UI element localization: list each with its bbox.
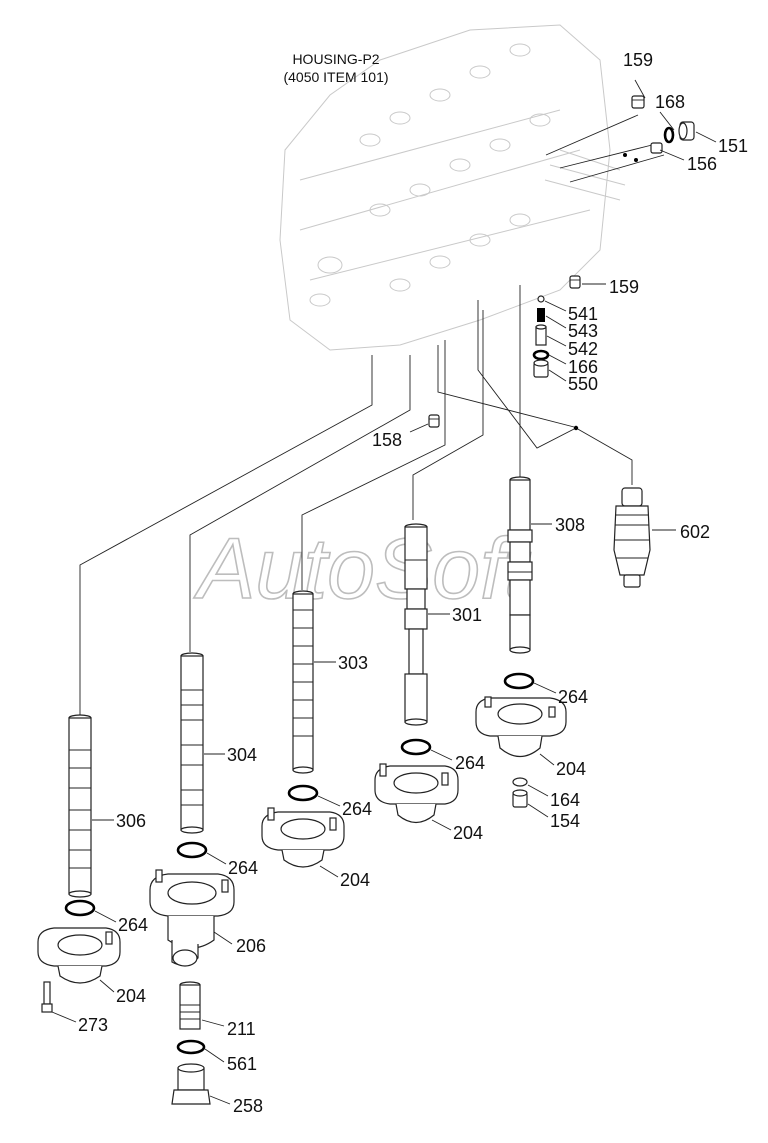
cover-204-c — [261, 807, 345, 868]
callout-154: 154 — [550, 811, 580, 831]
sleeve-211 — [179, 981, 201, 1030]
spool-303 — [292, 590, 314, 774]
assembly-leader-lines — [79, 114, 665, 715]
plug-154 — [512, 789, 528, 808]
callout-541: 541 — [568, 304, 598, 324]
callout-304: 304 — [227, 745, 257, 765]
spool-308 — [507, 476, 533, 654]
callout-204-c: 204 — [340, 870, 370, 890]
callout-204-d: 204 — [116, 986, 146, 1006]
plug-156 — [650, 142, 663, 154]
spool-306 — [68, 714, 92, 898]
callout-306: 306 — [116, 811, 146, 831]
o-ring-166 — [532, 349, 550, 361]
o-ring-164 — [512, 777, 528, 787]
callout-308: 308 — [555, 515, 585, 535]
ball-541 — [537, 295, 545, 303]
callout-labels: 159 168 151 156 159 541 543 542 166 550 … — [78, 50, 748, 1116]
callout-166: 166 — [568, 357, 598, 377]
plug-258 — [171, 1063, 211, 1105]
callout-204-a: 204 — [556, 759, 586, 779]
callout-258: 258 — [233, 1096, 263, 1116]
housing-title: HOUSING-P2 — [292, 51, 379, 67]
o-ring-264-c — [287, 784, 319, 802]
callout-264-b: 264 — [455, 753, 485, 773]
o-ring-561 — [176, 1039, 206, 1055]
sleeve-542 — [535, 324, 547, 346]
callout-264-a: 264 — [558, 687, 588, 707]
callout-264-e: 264 — [118, 915, 148, 935]
callout-159-mid: 159 — [609, 277, 639, 297]
spool-301 — [404, 523, 428, 726]
callout-159-top: 159 — [623, 50, 653, 70]
o-ring-168 — [663, 126, 675, 144]
callout-303: 303 — [338, 653, 368, 673]
o-ring-264-a — [503, 672, 535, 690]
callout-leader-lines — [51, 79, 717, 1105]
callout-543: 543 — [568, 321, 598, 341]
cover-206 — [149, 869, 235, 967]
callout-158: 158 — [372, 430, 402, 450]
callout-168: 168 — [655, 92, 685, 112]
callout-273: 273 — [78, 1015, 108, 1035]
callout-156: 156 — [687, 154, 717, 174]
housing-subtitle: (4050 ITEM 101) — [283, 69, 388, 85]
callout-204-b: 204 — [453, 823, 483, 843]
callout-301: 301 — [452, 605, 482, 625]
callout-164: 164 — [550, 790, 580, 810]
housing-p2 — [279, 24, 626, 351]
plug-151 — [678, 121, 695, 141]
plug-550 — [533, 359, 549, 378]
callout-264-c: 264 — [342, 799, 372, 819]
callout-211: 211 — [227, 1019, 256, 1039]
plug-159-mid — [569, 275, 581, 289]
callout-542: 542 — [568, 339, 598, 359]
spring-543 — [537, 308, 545, 322]
relief-valve-602 — [613, 487, 651, 588]
callout-550: 550 — [568, 374, 598, 394]
o-ring-264-d — [176, 841, 208, 859]
cover-204-d — [37, 927, 121, 984]
cover-204-b — [374, 763, 459, 824]
callout-151: 151 — [718, 136, 748, 156]
callout-602: 602 — [680, 522, 710, 542]
spool-304 — [180, 652, 204, 834]
o-ring-264-b — [400, 738, 432, 756]
callout-206: 206 — [236, 936, 266, 956]
o-ring-264-e — [64, 899, 96, 917]
callout-561: 561 — [227, 1054, 257, 1074]
plug-158 — [428, 414, 440, 428]
callout-264-d: 264 — [228, 858, 258, 878]
plug-159-top — [631, 95, 645, 109]
cover-204-a — [475, 696, 567, 758]
bolt-273 — [41, 981, 53, 1013]
watermark-text: AutoSoft — [193, 521, 531, 617]
